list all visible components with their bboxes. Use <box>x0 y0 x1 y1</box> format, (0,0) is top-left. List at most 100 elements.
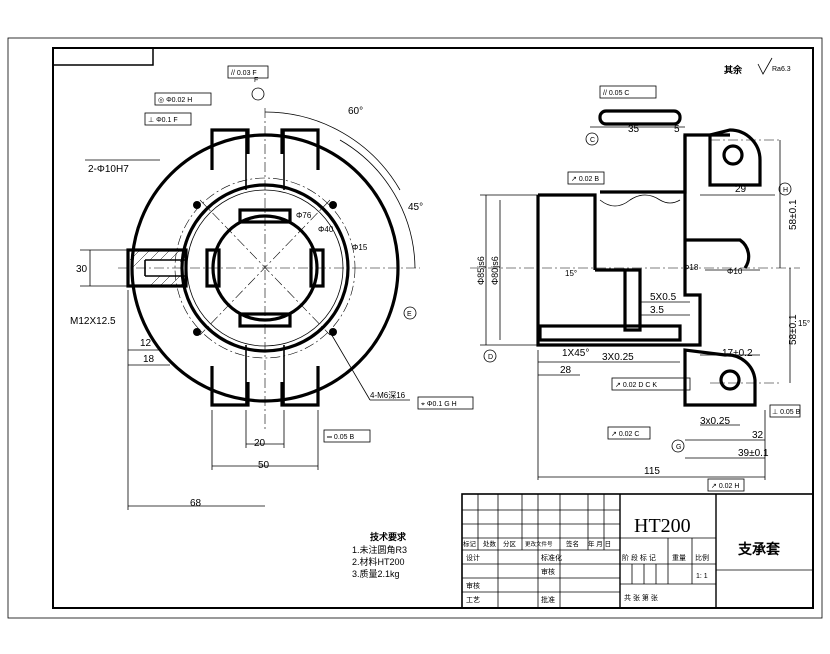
gtol-left-1: ◎ Φ0.02 H <box>158 97 192 104</box>
bottom-web <box>538 324 682 342</box>
tb-h-zone: 分区 <box>503 539 517 548</box>
dim-32: 32 <box>752 430 764 441</box>
tech-req-line-3: 3.质量2.1kg <box>352 568 400 579</box>
gtol-right-1: // 0.05 C <box>603 90 629 97</box>
dim-12: 12 <box>140 338 152 349</box>
tb-process: 工艺 <box>466 596 480 604</box>
gtol-right-3: ↗ 0.02 D C K <box>615 382 657 389</box>
tech-req-title: 技术要求 <box>370 531 407 542</box>
dim-35b: 3.5 <box>650 305 664 316</box>
tech-req-line-2: 2.材料HT200 <box>352 556 405 567</box>
dim-50: 50 <box>258 460 270 471</box>
dim-30: 30 <box>76 264 88 275</box>
dim-3x025b: 3x0.25 <box>700 416 730 427</box>
tb-design: 设计 <box>466 553 480 562</box>
bore-circle <box>211 214 319 322</box>
mid-circle <box>180 183 350 353</box>
dim-17: 17±0.2 <box>722 348 753 359</box>
bottom-lugs <box>210 366 320 407</box>
datum-c: C <box>590 137 595 144</box>
gtol-left-3: // 0.03 F <box>231 70 257 77</box>
title-block <box>461 493 814 609</box>
gtol-right-4: ⊥ 0.05 B <box>772 409 801 416</box>
tb-h-sign: 签名 <box>566 539 579 548</box>
dim-35: 35 <box>628 124 640 135</box>
top-lugs <box>210 128 320 170</box>
datum-e: E <box>407 311 412 318</box>
tb-h-mark: 标记 <box>463 539 477 548</box>
top-slot <box>598 109 682 126</box>
bolt-circle <box>174 177 356 359</box>
tb-approve: 批准 <box>541 595 555 604</box>
dim-phi18: Φ18 <box>683 263 699 272</box>
boss-hatching <box>129 249 187 287</box>
tb-scale-value: 1: 1 <box>696 573 708 580</box>
dim-phi10-r: Φ10 <box>727 267 743 276</box>
dim-2-phi10: 2-Φ10H7 <box>88 164 129 175</box>
gtol-right-6: ↗ 0.02 H <box>711 483 739 490</box>
material-label: HT200 <box>634 515 691 537</box>
gtol-left-2: ⊥ Φ0.1 F <box>148 117 178 124</box>
dim-18: 18 <box>143 354 155 365</box>
side-boss <box>126 248 188 288</box>
tb-stage: 阶 段 标 记 <box>622 553 656 562</box>
tb-review-2: 审核 <box>541 567 555 576</box>
dim-58-top: 58±0.1 <box>788 199 799 230</box>
angle-arc-45 <box>339 139 416 269</box>
tech-requirements: 技术要求 1.未注圆角R3 2.材料HT200 3.质量2.1kg <box>352 531 407 579</box>
left-view <box>80 65 474 510</box>
tb-h-date: 年 月 日 <box>588 539 611 548</box>
tb-review: 审核 <box>466 581 480 590</box>
datum-g: G <box>676 444 681 451</box>
tech-req-line-1: 1.未注圆角R3 <box>352 544 407 555</box>
dim-15deg-b: 15° <box>798 319 810 328</box>
surface-finish-symbol <box>757 57 773 75</box>
dim-15deg: 15° <box>565 269 577 278</box>
dim-28: 28 <box>560 365 572 376</box>
sleeve-outline <box>536 195 702 347</box>
tb-standard: 标准化 <box>541 553 562 562</box>
part-name: 支承套 <box>737 541 780 557</box>
dim-4-m6: 4-M6深16 <box>370 391 406 400</box>
dim-5x05: 5X0.5 <box>650 292 677 303</box>
dim-phi40: Φ40 <box>318 225 334 234</box>
title-block-text: HT200 支承套 标记 处数 分区 更改文件号 签名 年 月 日 设计 审核 … <box>463 515 780 604</box>
gtol-left-5: ═ 0.05 B <box>326 434 355 441</box>
dim-39: 39±0.1 <box>738 448 769 459</box>
gtol-right-5: ↗ 0.02 C <box>611 431 639 438</box>
datum-f: F <box>254 77 258 84</box>
dim-phi76: Φ76 <box>296 211 312 220</box>
outer-border <box>7 37 823 619</box>
surface-note-label: 其余 <box>724 64 743 75</box>
upper-ear <box>708 128 762 187</box>
right-view <box>470 57 801 492</box>
dim-29: 29 <box>735 184 747 195</box>
inner-border <box>52 47 814 609</box>
tb-h-count: 处数 <box>483 539 497 548</box>
tb-sheets: 共 张 第 张 <box>624 593 658 602</box>
surface-note-value: Ra6.3 <box>772 66 791 73</box>
dim-58-bottom: 58±0.1 <box>788 314 799 345</box>
dim-phi85: Φ85js6 <box>476 256 486 285</box>
datum-d: D <box>488 354 493 361</box>
dim-m12: M12X12.5 <box>70 316 116 327</box>
dim-5: 5 <box>674 124 680 135</box>
dim-3x025: 3X0.25 <box>602 352 634 363</box>
dim-20: 20 <box>254 438 266 449</box>
dim-68: 68 <box>190 498 202 509</box>
dim-angle-45: 45° <box>408 202 423 213</box>
dim-phi80: Φ80js6 <box>490 256 500 285</box>
datum-h: H <box>783 187 788 194</box>
tb-scale: 比例 <box>695 553 709 562</box>
gtol-right-2: ↗ 0.02 B <box>571 176 599 183</box>
tb-h-docno: 更改文件号 <box>525 540 553 548</box>
dim-1x45: 1X45° <box>562 348 589 359</box>
dim-angle-60: 60° <box>348 106 363 117</box>
dim-phi15: Φ15 <box>352 243 368 252</box>
tb-weight: 重量 <box>672 554 686 562</box>
corner-label-box <box>52 47 154 66</box>
angle-arc-60 <box>264 111 401 191</box>
gtol-left-4: ⌖ Φ0.1 G H <box>421 401 457 408</box>
dim-115: 115 <box>644 466 660 477</box>
